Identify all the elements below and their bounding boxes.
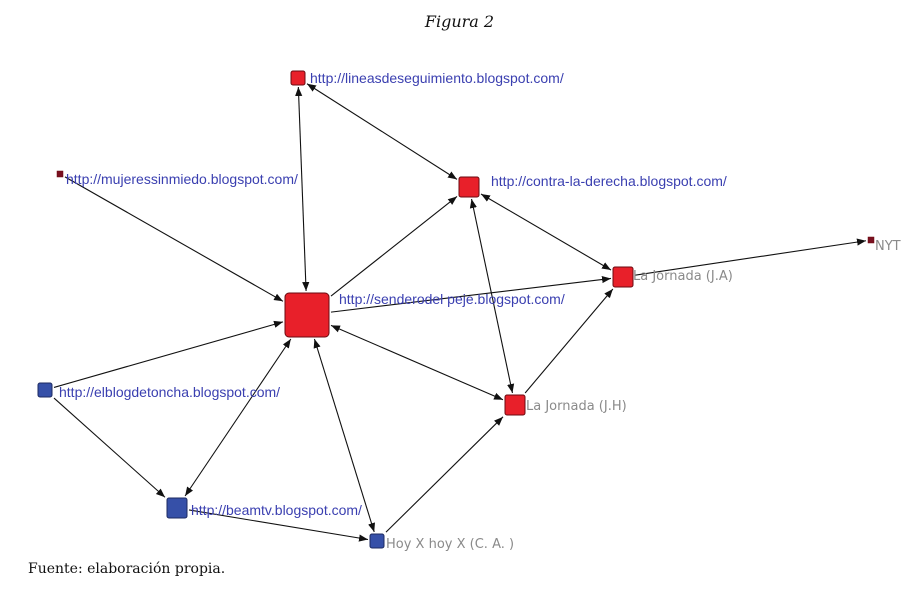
node-label-jornada_ja: La Jornada (J.A): [633, 269, 733, 284]
edge-beamtv-to-sendero: [184, 338, 292, 497]
labels-layer: http://senderodel peje.blogspot.com/http…: [59, 70, 901, 552]
edge-contra-to-jornada_ja: [480, 193, 612, 271]
edge-sendero-to-jornada_ja: [330, 275, 612, 313]
node-label-sendero: http://senderodel peje.blogspot.com/: [339, 291, 565, 307]
node-elblog[interactable]: [37, 382, 53, 398]
node-label-hoyx: Hoy X hoy X (C. A. ): [386, 537, 514, 552]
node-lineas[interactable]: [290, 70, 306, 86]
edge-jornada_ja-to-nyt: [634, 238, 867, 276]
edge-contra-to-jornada_jh: [469, 198, 515, 394]
nodes-layer: [37, 70, 875, 549]
source-note: Fuente: elaboración propia.: [28, 561, 226, 577]
edge-jornada_jh-to-jornada_ja: [524, 288, 614, 394]
node-jornada_jh[interactable]: [504, 394, 526, 416]
edge-sendero-to-lineas: [295, 86, 310, 292]
edge-mujeres-to-sendero: [64, 176, 284, 302]
node-label-jornada_jh: La Jornada (J.H): [526, 399, 627, 414]
edge-elblog-to-beamtv: [53, 397, 166, 498]
node-nyt[interactable]: [867, 236, 875, 244]
node-mujeres[interactable]: [56, 170, 64, 178]
node-beamtv[interactable]: [166, 497, 188, 519]
node-contra[interactable]: [458, 176, 480, 198]
edge-hoyx-to-jornada_jh: [385, 416, 504, 533]
node-sendero[interactable]: [284, 292, 330, 338]
figure-title: Figura 2: [424, 12, 495, 31]
node-label-beamtv: http://beamtv.blogspot.com/: [191, 502, 362, 518]
edge-lineas-to-contra: [306, 83, 458, 180]
node-label-contra: http://contra-la-derecha.blogspot.com/: [491, 173, 727, 189]
edge-sendero-to-jornada_jh: [330, 324, 504, 401]
edge-hoyx-to-sendero: [313, 338, 375, 533]
edges-layer: [53, 83, 867, 542]
edge-elblog-to-sendero: [53, 320, 284, 388]
node-label-lineas: http://lineasdeseguimiento.blogspot.com/: [310, 70, 564, 86]
node-jornada_ja[interactable]: [612, 266, 634, 288]
node-hoyx[interactable]: [369, 533, 385, 549]
node-label-mujeres: http://mujeressinmiedo.blogspot.com/: [66, 171, 298, 187]
node-label-nyt: NYT: [875, 239, 901, 254]
edge-beamtv-to-hoyx: [188, 509, 369, 542]
node-label-elblog: http://elblogdetoncha.blogspot.com/: [59, 384, 280, 400]
edge-sendero-to-contra: [330, 196, 458, 297]
